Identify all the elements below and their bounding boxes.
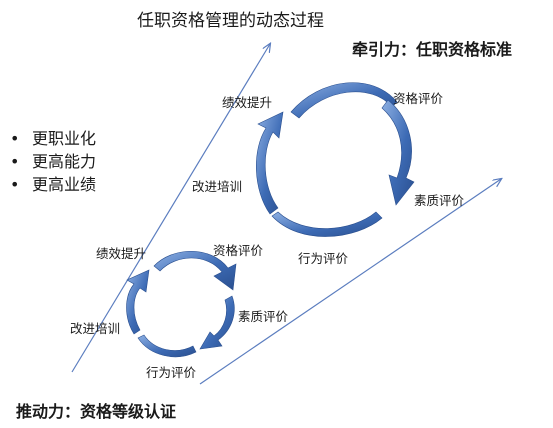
large-stage-behavior: 行为评价 [298,251,349,266]
lower-guide-line [199,179,501,385]
small-stage-training: 改进培训 [70,321,121,336]
small-stage-qualification: 资格评价 [213,243,264,258]
pull-force-label: 牵引力：任职资格标准 [352,40,513,59]
small-right-arrow [199,295,235,350]
small-stage-performance: 绩效提升 [96,246,147,261]
small-stage-behavior: 行为评价 [146,365,197,380]
diagram-title: 任职资格管理的动态过程 [137,11,324,31]
upper-guide-line [71,44,270,373]
large-bottom-arrow [271,211,383,237]
small-cycle-arrows [126,250,237,358]
small-bottom-arrow [137,334,197,358]
goal-item: 更高业绩 [8,173,96,196]
small-stage-competency: 素质评价 [238,309,289,324]
large-stage-qualification: 资格评价 [393,91,444,106]
large-stage-performance: 绩效提升 [222,95,273,110]
small-left-arrow [126,269,150,335]
large-top-arrow [290,82,398,119]
large-stage-competency: 素质评价 [414,193,465,208]
large-left-arrow [256,111,284,215]
goal-item: 更高能力 [8,150,96,173]
large-stage-training: 改进培训 [192,179,243,194]
large-right-arrow [381,99,415,206]
goal-list: 更职业化 更高能力 更高业绩 [8,127,96,196]
goal-item: 更职业化 [8,127,96,150]
push-force-label: 推动力：资格等级认证 [16,402,177,421]
large-cycle-arrows [256,82,415,237]
